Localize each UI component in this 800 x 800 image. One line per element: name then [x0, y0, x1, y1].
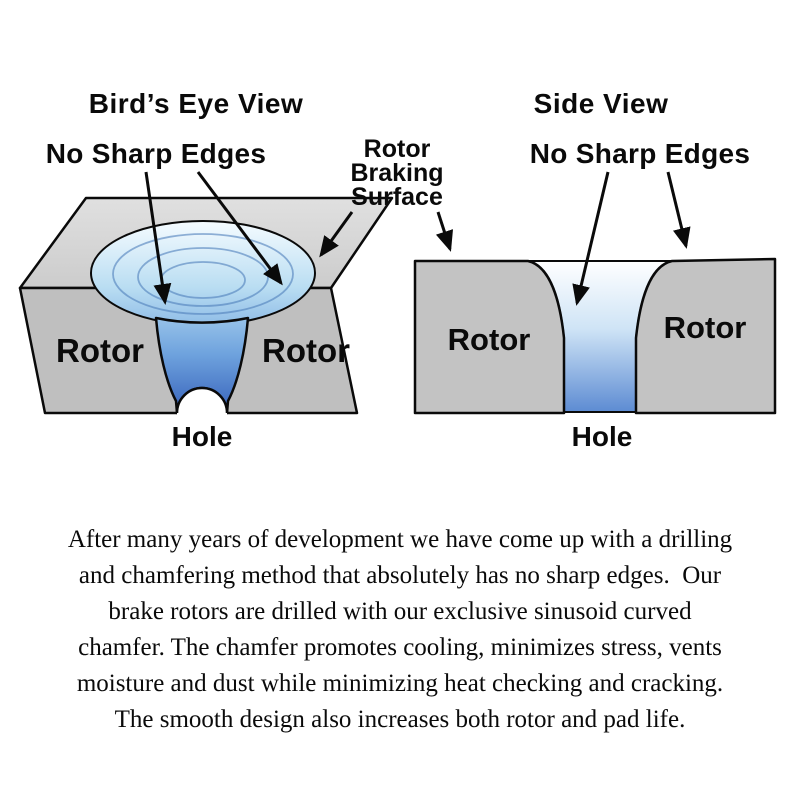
hole-label-left: Hole: [172, 421, 233, 452]
hole-notch-edge: [175, 386, 229, 414]
arrow-braking-surface-left: [319, 211, 354, 258]
rotor-braking-surface-line2: Braking: [350, 159, 443, 187]
side-view-right-block: [634, 257, 777, 415]
arrow-no-sharp-right-a: [572, 171, 610, 306]
rotor-braking-surface-label: Rotor Braking Surface: [350, 135, 443, 211]
chamfer-opening: [90, 220, 316, 326]
rotor-label-side-right: Rotor: [664, 310, 747, 345]
paragraph-line-6: The smooth design also increases both ro…: [114, 706, 686, 733]
paragraph-line-1: After many years of development we have …: [67, 526, 733, 553]
paragraph-line-3: brake rotors are drilled with our exclus…: [108, 598, 692, 625]
rotor-braking-surface-line1: Rotor: [364, 135, 431, 163]
arrow-braking-surface-right: [435, 211, 454, 252]
rotor-label-birdseye-left: Rotor: [56, 332, 144, 369]
arrow-no-sharp-left-a: [144, 171, 172, 305]
paragraph-line-4: chamfer. The chamfer promotes cooling, m…: [78, 634, 722, 661]
no-sharp-edges-label-right: No Sharp Edges: [530, 138, 750, 169]
birds-eye-diagram: Rotor Rotor: [18, 196, 394, 419]
paragraph-line-2: and chamfering method that absolutely ha…: [78, 562, 722, 589]
rotor-label-side-left: Rotor: [448, 322, 531, 357]
hole-label-right: Hole: [572, 421, 633, 452]
birds-eye-view-title: Bird’s Eye View: [89, 88, 304, 119]
callout-arrows: [144, 171, 691, 306]
hole-notch-fill: [177, 388, 227, 419]
chamfer-ring-outer: [112, 233, 294, 315]
arrow-no-sharp-left-b: [196, 171, 283, 286]
rotor-label-birdseye-right: Rotor: [262, 332, 350, 369]
description-paragraph: After many years of development we have …: [0, 522, 800, 738]
paragraph-line-5: moisture and dust while minimizing heat …: [76, 670, 724, 697]
no-sharp-edges-label-left: No Sharp Edges: [46, 138, 266, 169]
side-view-left-block: [413, 259, 566, 415]
rotor-braking-surface-line3: Surface: [351, 183, 443, 211]
rotor-diagram: Rotor Rotor Rotor Rotor Bird’s Eye View …: [18, 88, 777, 452]
side-view-title: Side View: [534, 88, 669, 119]
side-view-diagram: Rotor Rotor: [413, 257, 777, 415]
arrow-no-sharp-right-b: [666, 171, 691, 249]
